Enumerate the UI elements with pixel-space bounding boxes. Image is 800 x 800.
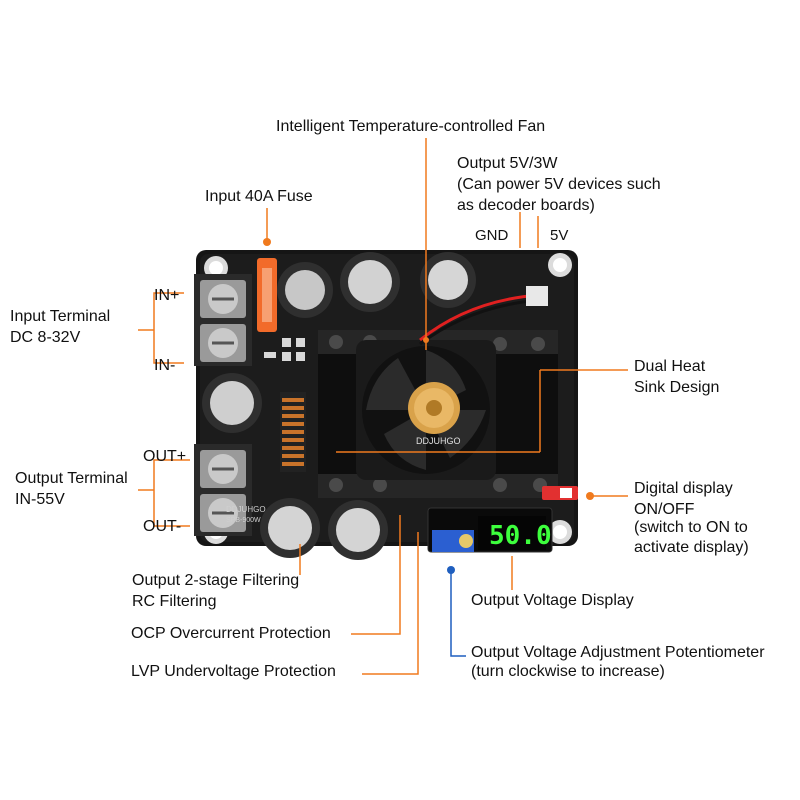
leader-dots — [263, 238, 594, 574]
output-terminal-label-line1: Output Terminal — [15, 470, 128, 487]
output-capacitors — [260, 498, 388, 560]
in-minus-label: IN- — [154, 357, 176, 374]
ocp-label: OCP Overcurrent Protection — [131, 625, 331, 642]
out-plus-label: OUT+ — [143, 448, 187, 465]
input-terminal-label-line2: DC 8-32V — [10, 329, 81, 346]
output-5v-label-line1: Output 5V/3W — [457, 155, 558, 172]
display-switch-label-line3: (switch to ON to — [634, 519, 748, 536]
gnd-label: GND — [475, 227, 509, 244]
potentiometer-label-line2: (turn clockwise to increase) — [471, 663, 665, 680]
display-switch-label-line2: ON/OFF — [634, 501, 695, 518]
out-minus-label: OUT- — [143, 518, 182, 535]
inductor-coil — [280, 392, 306, 472]
fan-label: Intelligent Temperature-controlled Fan — [276, 118, 546, 135]
heatsink-label-line2: Sink Design — [634, 379, 720, 396]
input-capacitors — [202, 252, 476, 433]
voltage-display-label: Output Voltage Display — [471, 592, 634, 609]
fan-wires — [419, 286, 548, 346]
input-terminal-label-line1: Input Terminal — [10, 308, 111, 325]
silk-brand: DDJUHGO — [226, 505, 266, 514]
display-switch-label-line4: activate display) — [634, 539, 749, 556]
filter-label-line1: Output 2-stage Filtering — [132, 572, 300, 589]
v5-label: 5V — [550, 227, 569, 244]
cooling-fan — [356, 340, 496, 480]
display-switch — [542, 486, 578, 500]
heatsink-label-line1: Dual Heat — [634, 358, 706, 375]
output-terminal-label-line2: IN-55V — [15, 491, 65, 508]
filter-label-line2: RC Filtering — [132, 593, 217, 610]
leader-lines — [138, 138, 628, 675]
output-terminal-block — [194, 444, 252, 536]
in-plus-label: IN+ — [154, 287, 180, 304]
fuse-label: Input 40A Fuse — [205, 188, 313, 205]
potentiometer — [432, 530, 474, 552]
output-5v-label-line3: as decoder boards) — [457, 197, 595, 214]
fuse — [257, 258, 277, 332]
display-switch-label-line1: Digital display — [634, 480, 733, 497]
potentiometer-label-line1: Output Voltage Adjustment Potentiometer — [471, 644, 765, 661]
output-5v-label-line2: (Can power 5V devices such — [457, 176, 661, 193]
input-terminal-block — [194, 274, 252, 366]
fan-brand: DDJUHGO — [416, 436, 461, 446]
silk-model: SPB-900W — [226, 517, 261, 524]
leader-line-blue — [450, 570, 466, 657]
display-reading: 50.0 — [489, 521, 552, 551]
smd-pads — [264, 338, 305, 361]
lvp-label: LVP Undervoltage Protection — [131, 663, 336, 680]
